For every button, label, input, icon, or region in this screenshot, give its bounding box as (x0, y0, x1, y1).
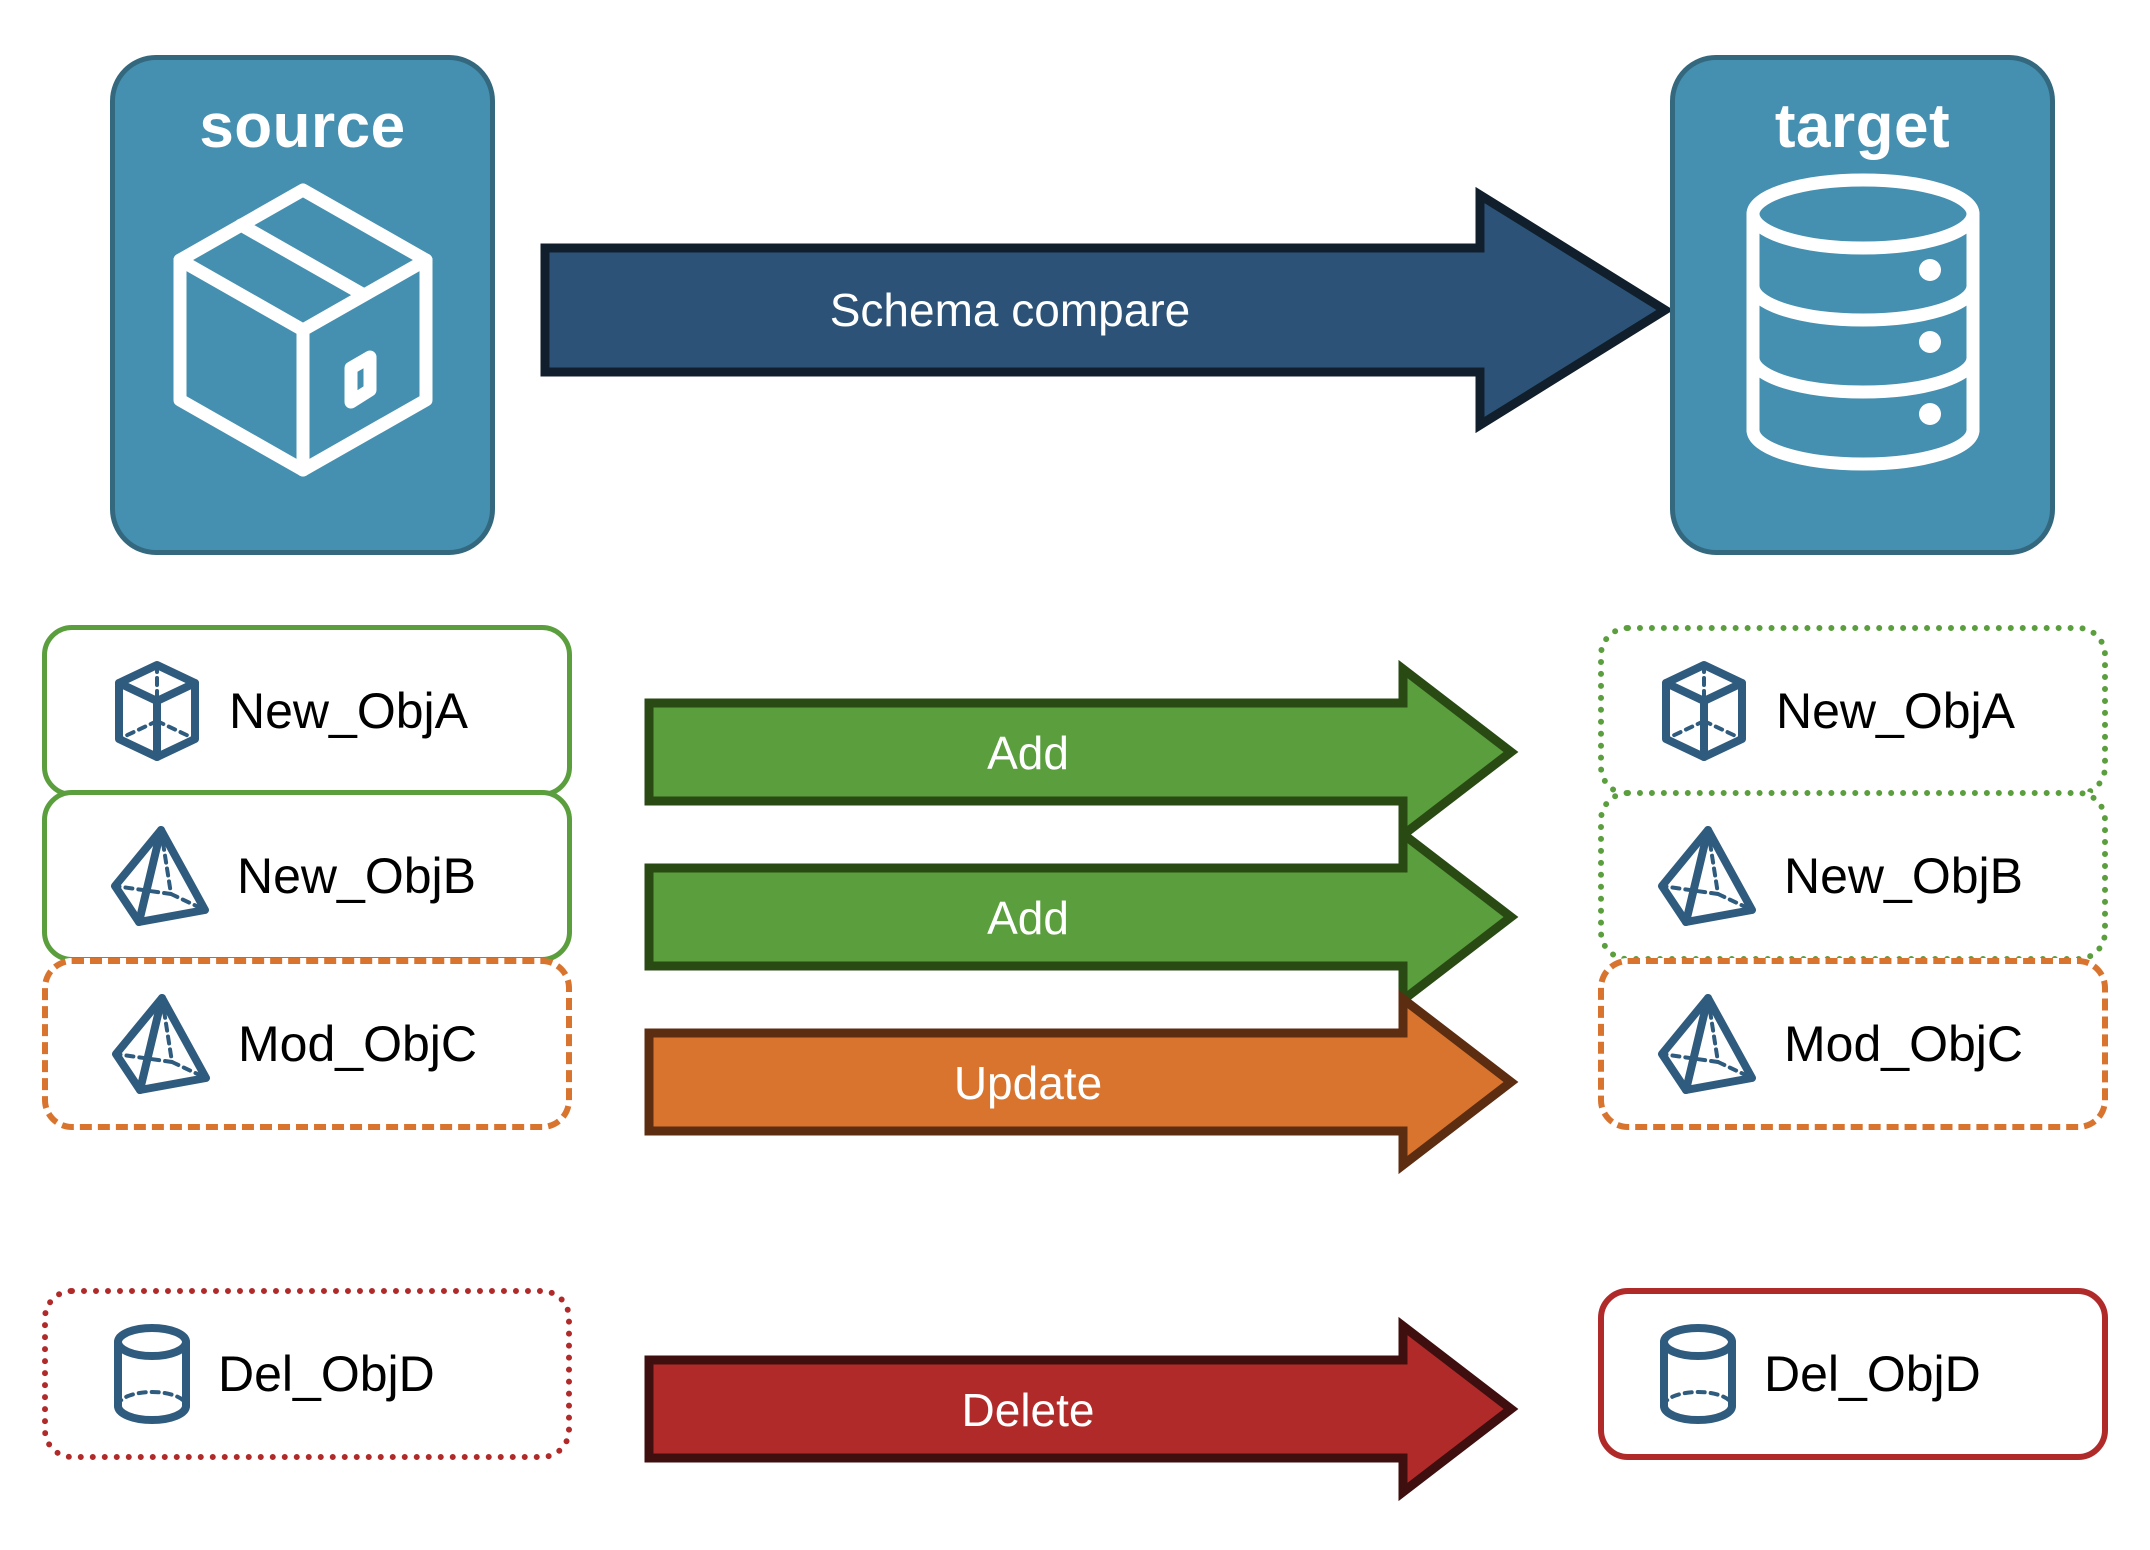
source-object-row-1[interactable]: New_ObjA (42, 625, 572, 797)
target-panel-title: target (1774, 92, 1951, 161)
target-object-label-2: New_ObjB (1784, 848, 2023, 904)
source-object-label-1: New_ObjA (229, 683, 468, 739)
database-cylinder-icon (1738, 172, 1988, 472)
source-object-row-2[interactable]: New_ObjB (42, 790, 572, 962)
target-object-row-2[interactable]: New_ObjB (1598, 790, 2108, 962)
source-panel-title: source (199, 92, 406, 161)
wireframe-cylinder-icon (110, 1322, 194, 1426)
target-panel[interactable]: target (1670, 55, 2055, 555)
source-object-label-4: Del_ObjD (218, 1346, 435, 1402)
wireframe-pyramid-icon (110, 992, 214, 1096)
action-arrow-add-2[interactable]: Add (644, 824, 1519, 1010)
wireframe-pyramid-icon (1656, 824, 1760, 928)
target-object-row-4[interactable]: Del_ObjD (1598, 1288, 2108, 1460)
target-object-label-3: Mod_ObjC (1784, 1016, 2023, 1072)
target-object-row-3[interactable]: Mod_ObjC (1598, 958, 2108, 1130)
target-object-row-1[interactable]: New_ObjA (1598, 625, 2108, 797)
wireframe-cylinder-icon (1656, 1322, 1740, 1426)
action-arrow-delete[interactable]: Delete (644, 1316, 1519, 1502)
source-panel[interactable]: source (110, 55, 495, 555)
action-arrow-update[interactable]: Update (644, 989, 1519, 1175)
schema-compare-arrow[interactable]: Schema compare (540, 186, 1674, 434)
source-object-row-4[interactable]: Del_ObjD (42, 1288, 572, 1460)
wireframe-cube-icon (1656, 659, 1752, 763)
target-object-label-4: Del_ObjD (1764, 1346, 1981, 1402)
source-object-row-3[interactable]: Mod_ObjC (42, 958, 572, 1130)
source-object-label-2: New_ObjB (237, 848, 476, 904)
wireframe-pyramid-icon (1656, 992, 1760, 1096)
wireframe-cube-icon (109, 659, 205, 763)
wireframe-pyramid-icon (109, 824, 213, 928)
source-object-label-3: Mod_ObjC (238, 1016, 477, 1072)
action-arrow-add-1[interactable]: Add (644, 659, 1519, 845)
package-box-icon (158, 172, 448, 477)
target-object-label-1: New_ObjA (1776, 683, 2015, 739)
